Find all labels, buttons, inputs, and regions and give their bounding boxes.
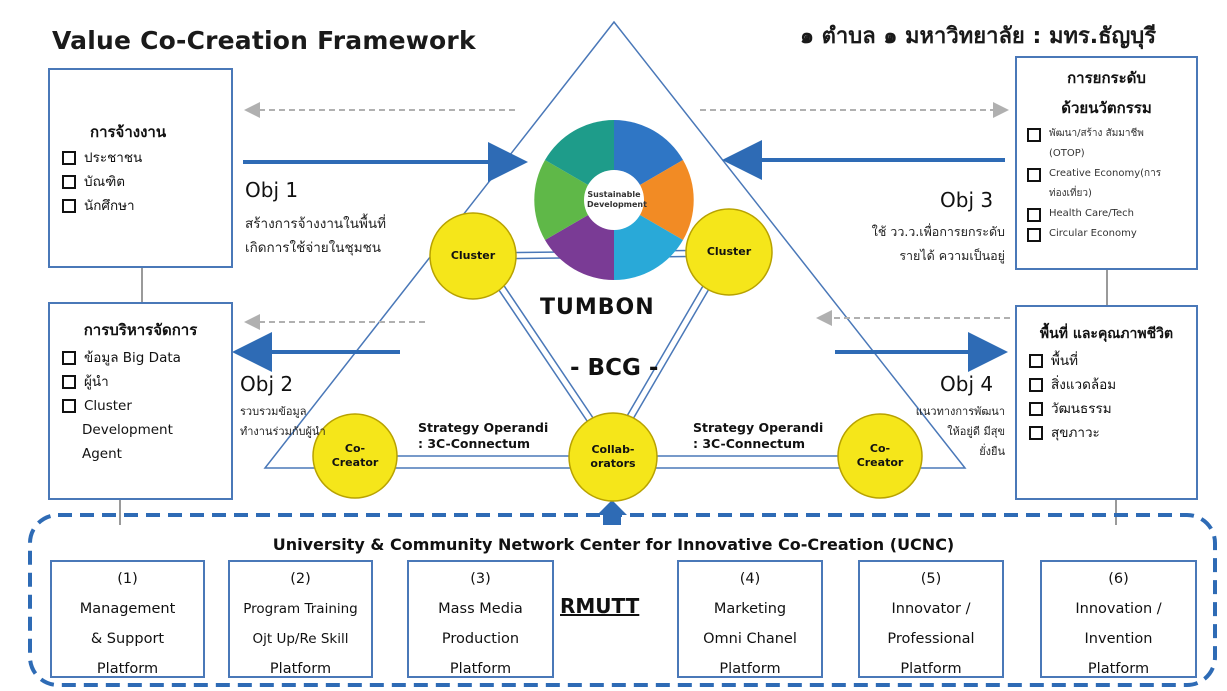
cluster-left-label: Cluster — [450, 249, 496, 262]
checklist-item: ผู้นำ — [62, 370, 231, 394]
management-list: ข้อมูล Big Data ผู้นำ Cluster Developmen… — [62, 346, 231, 466]
innovation-list: พัฒนา/สร้าง สัมมาชีพ (OTOP) Creative Eco… — [1027, 124, 1196, 244]
checklist-item: บัณฑิต — [62, 170, 231, 194]
bcg-label: - BCG - — [570, 355, 659, 381]
wheel-center-line2: Development — [587, 200, 647, 209]
platform-box-1: (1) Management & Support Platform — [50, 560, 205, 678]
employment-list: ประชาชน บัณฑิต นักศึกษา — [62, 146, 231, 218]
checklist-item: Cluster — [62, 394, 231, 418]
checkbox-icon — [1027, 228, 1041, 242]
box-management-heading: การบริหารจัดการ — [83, 321, 198, 339]
checkbox-icon — [62, 151, 76, 165]
obj2-label: Obj 2 — [240, 372, 294, 396]
objective-arrows — [232, 140, 1008, 372]
checklist-item: สุขภาวะ — [1029, 421, 1196, 445]
circle-shapes — [312, 208, 923, 502]
thai-title: ๑ ตำบล ๑ มหาวิทยาลัย : มทร.ธัญบุรี — [800, 24, 1157, 49]
obj1-label: Obj 1 — [245, 178, 299, 202]
checklist-item: Creative Economy(การ — [1027, 164, 1196, 184]
tumbon-label: TUMBON — [540, 295, 655, 320]
checkbox-icon — [1027, 208, 1041, 222]
ucnc-container — [28, 513, 1217, 687]
checkbox-icon — [1029, 402, 1043, 416]
box-area: พื้นที่ และคุณภาพชีวิต พื้นที่ สิ่งแวดล้… — [1015, 305, 1198, 500]
platform-box-3: (3) Mass Media Production Platform — [407, 560, 554, 678]
checkbox-icon — [1029, 378, 1043, 392]
checklist-item-cont: Agent — [82, 446, 122, 462]
checklist-item: พัฒนา/สร้าง สัมมาชีพ — [1027, 124, 1196, 144]
checklist-item: วัฒนธรรม — [1029, 397, 1196, 421]
obj3-label: Obj 3 — [940, 188, 994, 212]
obj4-label: Obj 4 — [940, 372, 994, 396]
cocreator-left-label: Co- Creator — [331, 442, 379, 469]
box-innovation: การยกระดับ ด้วยนวัตกรรม พัฒนา/สร้าง สัมม… — [1015, 56, 1198, 270]
checkbox-icon — [1029, 426, 1043, 440]
obj3-description: ใช้ วว.ว.เพื่อการยกระดับ รายได้ ความเป็น… — [871, 224, 1005, 263]
box-innovation-heading-1: การยกระดับ — [1067, 69, 1146, 87]
cluster-right-label: Cluster — [706, 245, 752, 258]
sustainable-wheel — [534, 120, 694, 280]
dashed-arrows — [244, 102, 1010, 330]
checklist-item: พื้นที่ — [1029, 349, 1196, 373]
obj4-description: แนวทางการพัฒนา ให้อยู่ดี มีสุข ยั่งยืน — [915, 405, 1005, 458]
collaborators-label: Collab- orators — [590, 443, 636, 470]
checkbox-icon — [62, 399, 76, 413]
platform-box-4: (4) Marketing Omni Chanel Platform — [677, 560, 823, 678]
checklist-item: Circular Economy — [1027, 224, 1196, 244]
checkbox-icon — [62, 375, 76, 389]
checkbox-icon — [62, 175, 76, 189]
box-employment-heading: การจ้างงาน — [90, 123, 167, 141]
strategy-right: Strategy Operandi : 3C-Connectum — [693, 420, 824, 451]
checkbox-icon — [62, 199, 76, 213]
cocreator-right-label: Co- Creator — [856, 442, 904, 469]
platform-box-2: (2) Program Training Ojt Up/Re Skill Pla… — [228, 560, 373, 678]
page-title: Value Co-Creation Framework — [52, 26, 476, 55]
checklist-item: ข้อมูล Big Data — [62, 346, 231, 370]
box-management: การบริหารจัดการ ข้อมูล Big Data ผู้นำ Cl… — [48, 302, 233, 500]
area-list: พื้นที่ สิ่งแวดล้อม วัฒนธรรม สุขภาวะ — [1029, 349, 1196, 445]
checklist-item-cont: Development — [82, 422, 173, 438]
checklist-item: นักศึกษา — [62, 194, 231, 218]
platform-box-5: (5) Innovator / Professional Platform — [858, 560, 1004, 678]
obj1-description: สร้างการจ้างงานในพื้นที่ เกิดการใช้จ่ายใ… — [245, 216, 386, 256]
checkbox-icon — [1029, 354, 1043, 368]
checkbox-icon — [1027, 168, 1041, 182]
wheel-center-line1: Sustainable — [587, 190, 641, 199]
checkbox-icon — [1027, 128, 1041, 142]
obj2-description: รวบรวมข้อมูล ทำงานร่วมกับผู้นำ — [240, 405, 326, 438]
checklist-item: สิ่งแวดล้อม — [1029, 373, 1196, 397]
up-arrow — [597, 500, 627, 525]
rmutt-label: RMUTT — [560, 594, 640, 618]
vertical-connectors — [119, 268, 1117, 525]
checkbox-icon — [62, 351, 76, 365]
checklist-item: Health Care/Tech — [1027, 204, 1196, 224]
platform-box-6: (6) Innovation / Invention Platform — [1040, 560, 1197, 678]
wheel-center-text: Sustainable Development — [587, 190, 647, 210]
box-innovation-heading-2: ด้วยนวัตกรรม — [1061, 99, 1152, 117]
box-area-heading: พื้นที่ และคุณภาพชีวิต — [1039, 326, 1174, 342]
checklist-item-cont: ท่องเที่ยว) — [1049, 188, 1092, 199]
checklist-item: ประชาชน — [62, 146, 231, 170]
checklist-item-cont: (OTOP) — [1049, 148, 1085, 159]
box-employment: การจ้างงาน ประชาชน บัณฑิต นักศึกษา — [48, 68, 233, 268]
strategy-left: Strategy Operandi : 3C-Connectum — [418, 420, 549, 451]
ucnc-title: University & Community Network Center fo… — [272, 535, 955, 554]
